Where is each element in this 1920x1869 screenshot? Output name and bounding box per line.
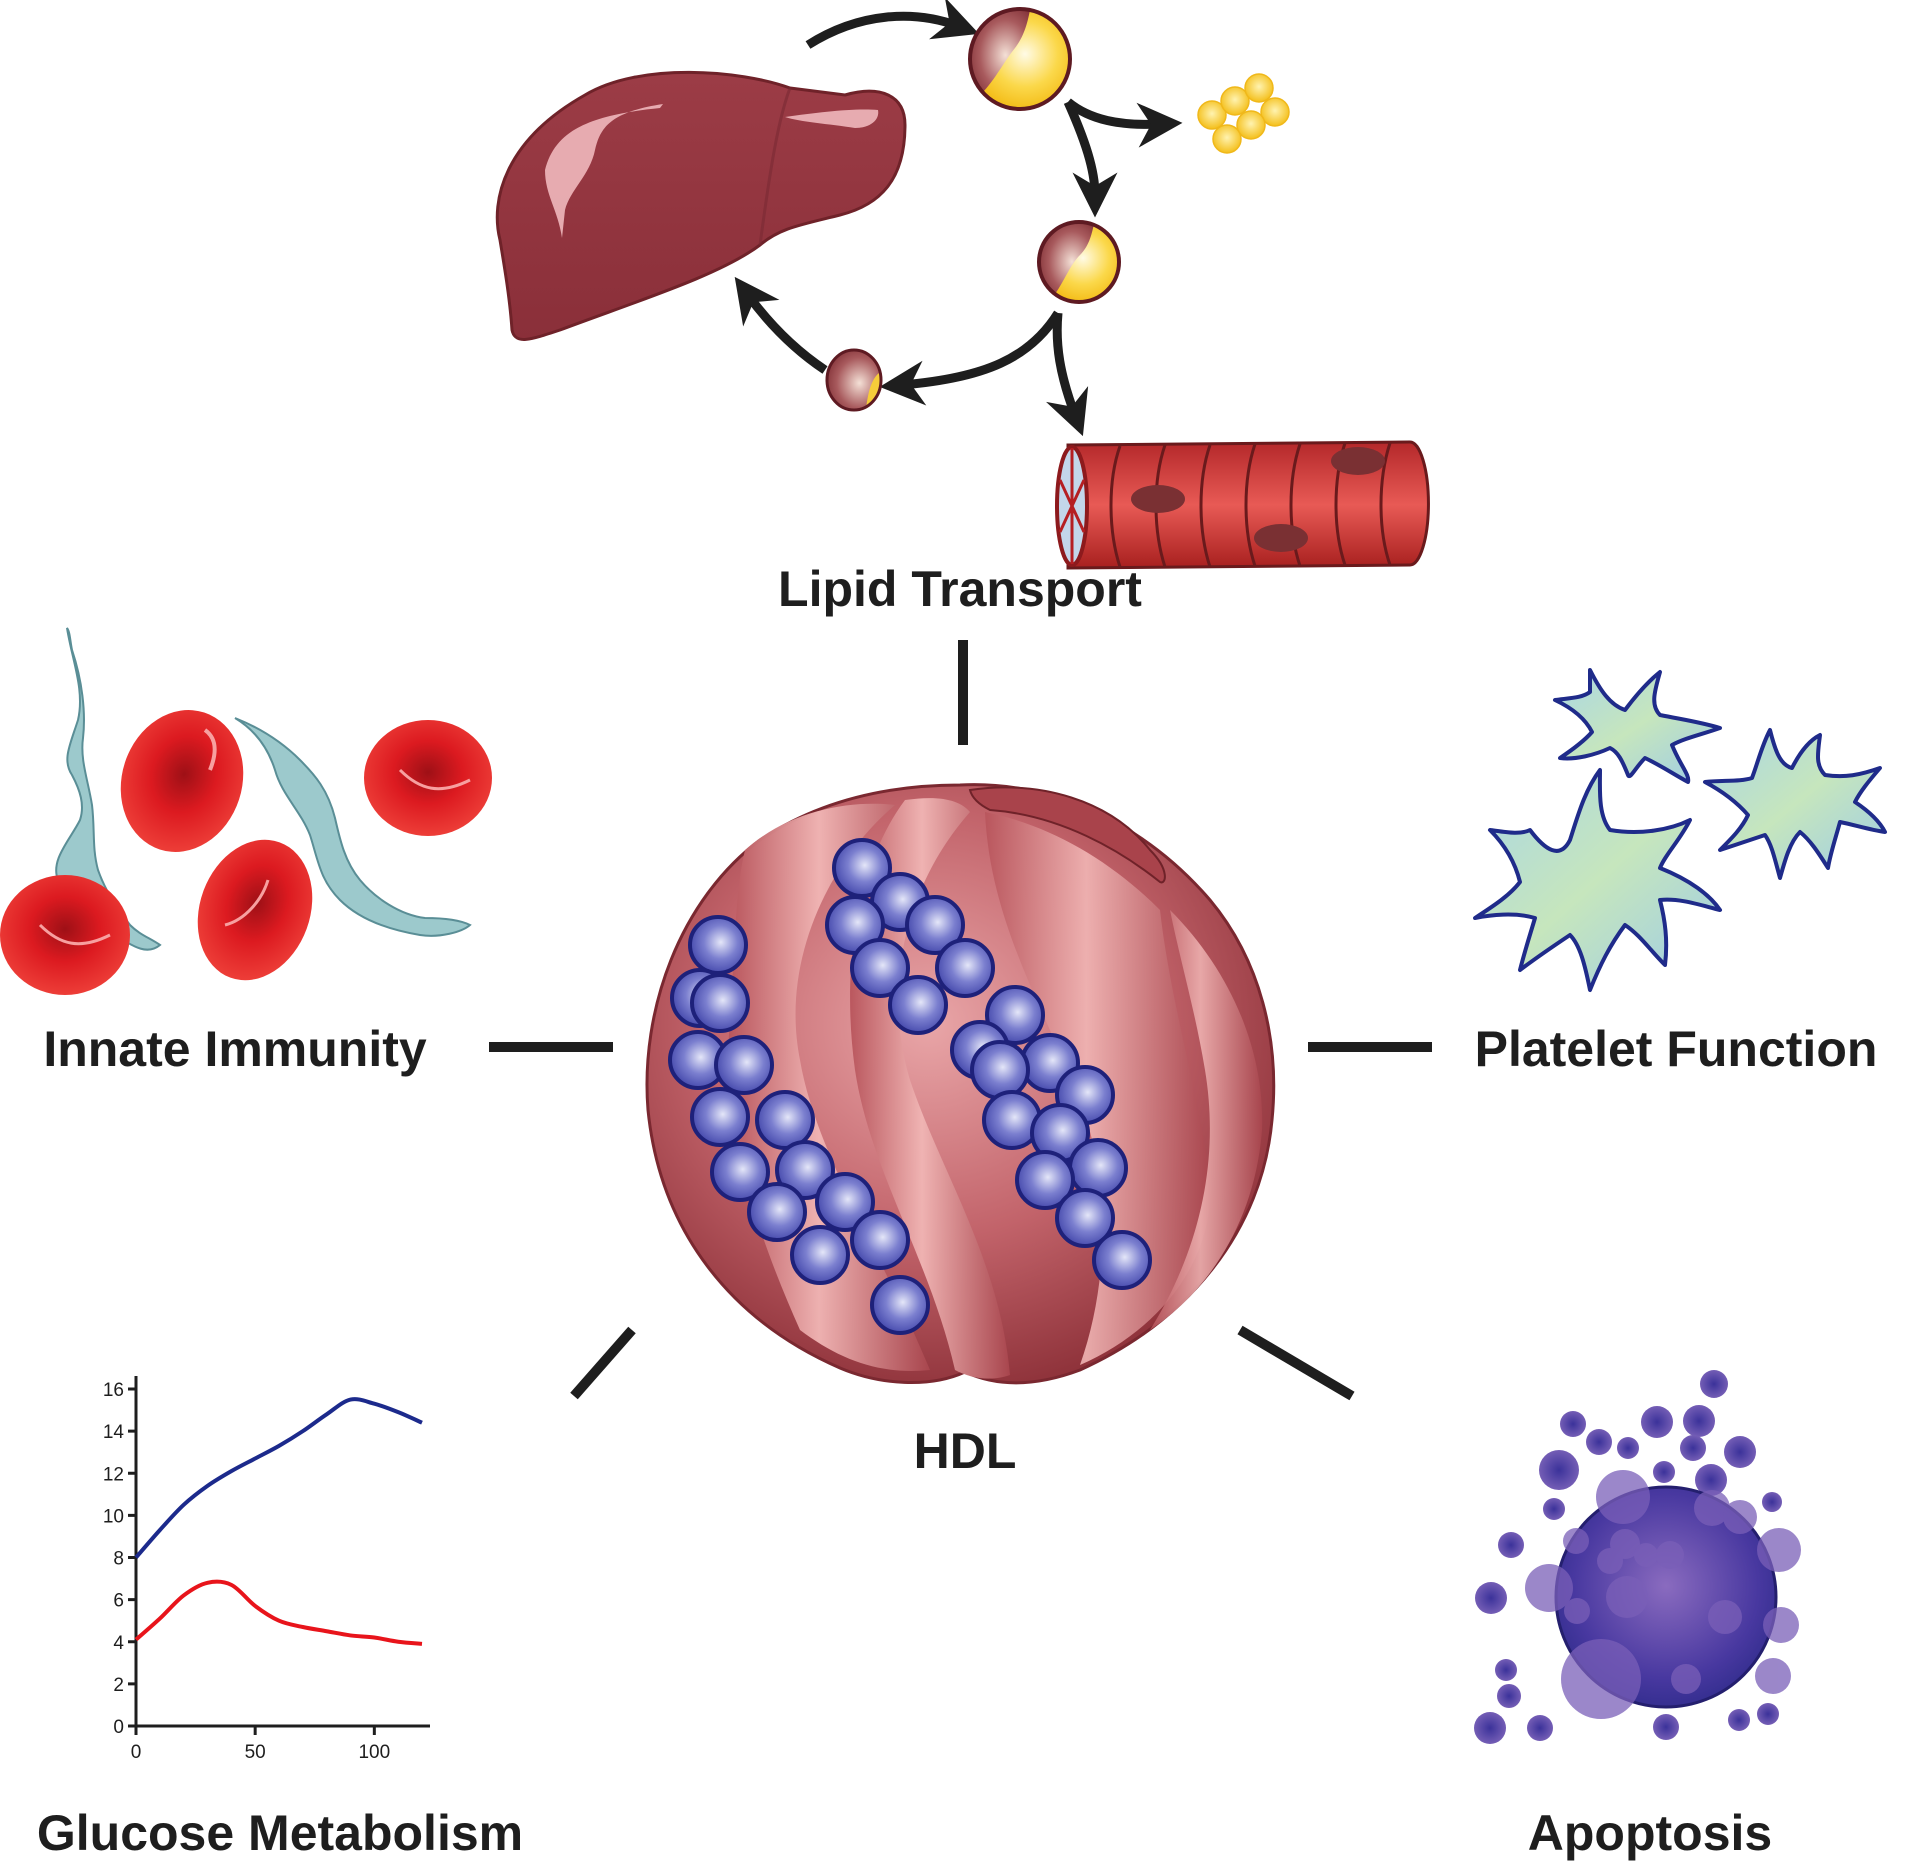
lipid-transport-label: Lipid Transport (778, 561, 1142, 617)
hdl-particle-icon: HDL (645, 783, 1276, 1479)
arrow-lipoprotein-to-fat (1065, 98, 1183, 148)
chart-line-blue (134, 1397, 423, 1559)
trypanosome-icon (55, 627, 472, 951)
hdl-core-lipids-left (668, 915, 930, 1335)
y-tick-label: 8 (113, 1549, 124, 1570)
innate-immunity-panel: Innate Immunity (0, 627, 492, 1077)
connector-lines (489, 640, 1432, 1401)
large-lipoprotein-icon (968, 7, 1072, 111)
x-tick-label: 50 (245, 1742, 266, 1763)
platelet-function-label: Platelet Function (1475, 1021, 1878, 1077)
hdl-label: HDL (914, 1423, 1017, 1479)
medium-lipoprotein-icon (1037, 220, 1121, 304)
platelet (1473, 768, 1722, 992)
arrow-to-small-lipoprotein (879, 310, 1062, 406)
glucose-curve-chart-icon: 0 2 4 6 8 10 12 14 16 0 50 100 (103, 1376, 430, 1763)
arrow-liver-to-lipoprotein (805, 0, 980, 49)
fat-droplets-icon (1197, 73, 1290, 154)
red-blood-cell (364, 720, 492, 836)
lipid-transport-panel: Lipid Transport (495, 0, 1430, 617)
red-blood-cell (197, 839, 313, 981)
chart-line-red (134, 1579, 423, 1646)
y-tick-label: 0 (113, 1717, 124, 1738)
small-lipoprotein-icon (825, 348, 883, 412)
y-tick-label: 12 (103, 1464, 124, 1485)
y-tick-label: 14 (103, 1422, 125, 1443)
glucose-metabolism-label: Glucose Metabolism (37, 1805, 523, 1861)
glucose-metabolism-panel: 0 2 4 6 8 10 12 14 16 0 50 100 Glucose Metabolism (37, 1376, 523, 1861)
apoptosis-panel: Apoptosis (1474, 1370, 1801, 1861)
y-tick-label: 6 (113, 1591, 124, 1612)
apoptosis-label: Apoptosis (1528, 1805, 1772, 1861)
platelet-function-panel: Platelet Function (1473, 668, 1887, 1077)
activated-platelets-icon (1473, 668, 1887, 992)
x-tick-label: 100 (358, 1742, 390, 1763)
y-tick-label: 4 (113, 1633, 124, 1654)
y-tick-label: 2 (113, 1675, 124, 1696)
y-tick-label: 10 (103, 1506, 124, 1527)
x-tick-label: 0 (131, 1742, 142, 1763)
apoptotic-cell-icon (1474, 1370, 1801, 1744)
innate-immunity-label: Innate Immunity (43, 1021, 427, 1077)
y-tick-label: 16 (103, 1380, 124, 1401)
platelet (1553, 668, 1722, 784)
liver-icon (495, 70, 907, 341)
apoptotic-blebs-outer (1474, 1370, 1782, 1744)
muscle-fiber-icon (1055, 440, 1430, 570)
red-blood-cell (0, 875, 130, 995)
connector-apoptosis (1237, 1325, 1355, 1401)
arrow-lipoprotein-to-smaller (1063, 100, 1118, 218)
apoptotic-blebs-surface (1525, 1470, 1801, 1719)
arrow-to-muscle (1046, 312, 1089, 437)
hdl-core-lipids-right (825, 838, 1152, 1290)
arrow-to-liver (734, 276, 828, 374)
connector-glucose-metabolism (570, 1326, 636, 1400)
red-blood-cell-icons (0, 710, 492, 995)
platelet (1703, 728, 1887, 880)
